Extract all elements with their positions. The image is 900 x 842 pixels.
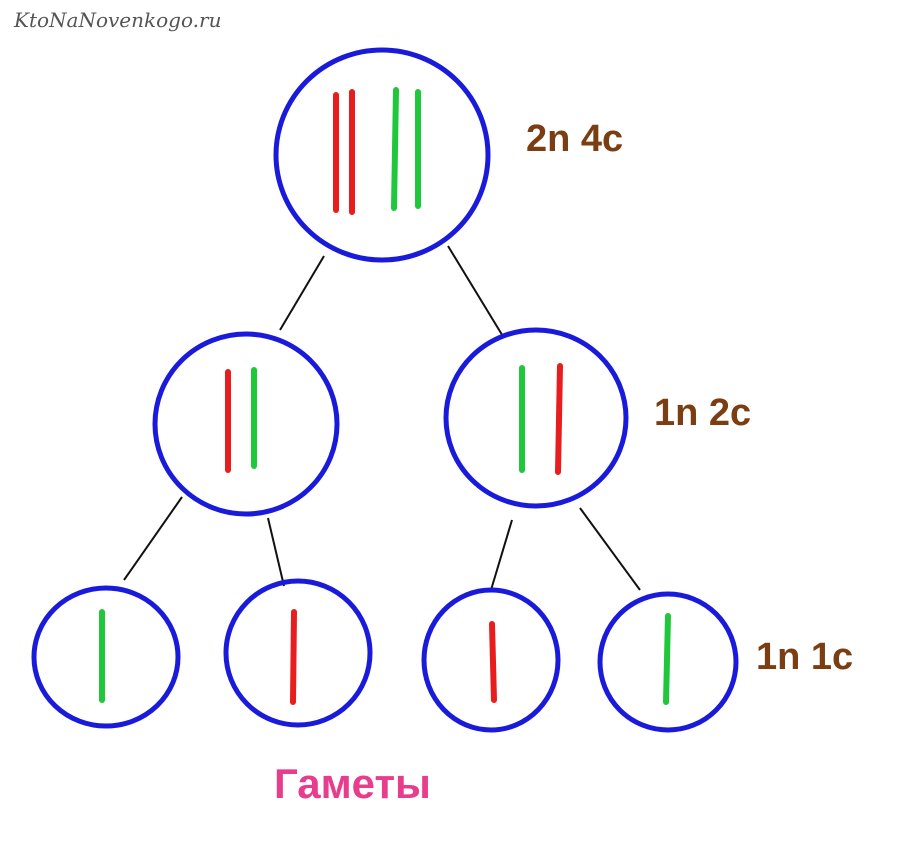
level-label-bottom: 1n 1c: [756, 636, 854, 678]
cell-outline: [597, 591, 739, 733]
connector-mid-left-a: [123, 496, 183, 581]
cell-outline: [443, 327, 629, 509]
connector-mid-right-a: [490, 519, 513, 591]
cell-daughter-right: [443, 327, 629, 509]
cell-outline: [152, 331, 340, 517]
connector-top-left: [279, 255, 325, 331]
cell-daughter-left: [152, 331, 340, 517]
chromosome-red: [290, 609, 297, 705]
cell-outline: [223, 578, 373, 728]
level-label-top: 2n 4c: [526, 118, 624, 160]
chromosome-green: [391, 87, 399, 211]
gamete-2: [223, 578, 373, 728]
level-label-middle: 1n 2c: [654, 392, 752, 434]
cell-parent: [273, 47, 491, 263]
site-watermark: KtoNaNovenkogo.ru: [14, 8, 222, 32]
connector-mid-right-b: [579, 507, 641, 591]
gamete-4: [597, 591, 739, 733]
gamete-1: [31, 585, 181, 729]
gametes-label: Гаметы: [274, 760, 431, 807]
chromosome-red: [489, 621, 497, 703]
gamete-3: [421, 587, 561, 733]
connectors: [123, 245, 641, 591]
cell-outline: [273, 47, 491, 263]
cell-outline: [421, 587, 561, 733]
chromosome-green: [663, 613, 671, 705]
connector-mid-left-b: [267, 517, 285, 587]
connector-top-right: [447, 245, 505, 339]
chromosome-red: [555, 363, 563, 475]
cell-outline: [31, 585, 181, 729]
